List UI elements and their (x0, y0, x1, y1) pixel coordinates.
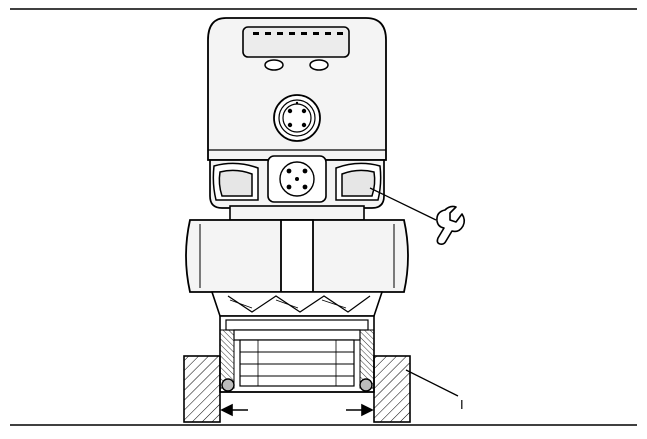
insertion-arrow-left (220, 403, 248, 417)
push-buttons (264, 59, 329, 71)
pipe-wall-right (373, 355, 411, 423)
rear-connector (267, 155, 327, 203)
adapter-body (210, 291, 384, 393)
display-window (242, 26, 350, 58)
hex-nut (185, 219, 409, 293)
wrench-leader-line (369, 187, 437, 221)
pipe-wall-left (183, 355, 221, 423)
left-button (264, 59, 284, 71)
o-rings (221, 378, 373, 392)
right-button (309, 59, 329, 71)
grip-left (212, 162, 259, 201)
wrench-icon (436, 205, 466, 245)
insertion-arrow-right (346, 403, 374, 417)
grip-right (335, 162, 382, 201)
m12-connector (273, 94, 321, 142)
callout-label: I (460, 397, 464, 412)
neck (229, 205, 365, 221)
callout-leader-line (405, 369, 459, 397)
